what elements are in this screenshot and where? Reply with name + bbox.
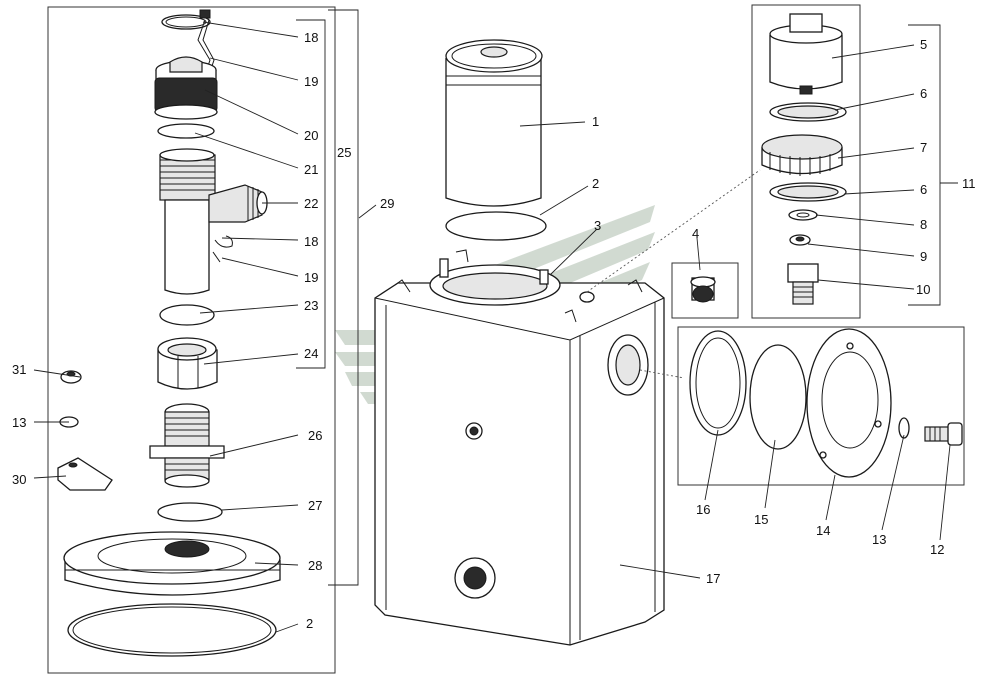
callout-21: 21 bbox=[304, 162, 318, 177]
part-13-washer-right bbox=[898, 417, 910, 439]
part-26-fitting bbox=[149, 403, 225, 488]
part-20-cap bbox=[154, 56, 218, 120]
dashed-connector-filter bbox=[586, 169, 761, 293]
callout-2-left: 2 bbox=[306, 616, 313, 631]
callout-6-bottom: 6 bbox=[920, 182, 927, 197]
callout-29: 29 bbox=[380, 196, 394, 211]
callout-8: 8 bbox=[920, 217, 927, 232]
part-21-washer bbox=[157, 123, 215, 139]
leader-lines bbox=[33, 21, 958, 633]
callout-10: 10 bbox=[916, 282, 930, 297]
callout-27: 27 bbox=[308, 498, 322, 513]
callout-14: 14 bbox=[816, 523, 830, 538]
bracket-29 bbox=[328, 9, 359, 586]
part-27-o-ring bbox=[157, 502, 223, 522]
part-10-nipple bbox=[787, 263, 819, 305]
part-23-split-ring bbox=[159, 304, 215, 326]
part-15-lens bbox=[749, 344, 807, 450]
part-5-filter-housing bbox=[769, 13, 843, 95]
sight-gauge-frame bbox=[677, 326, 965, 486]
callout-13-left: 13 bbox=[12, 415, 26, 430]
callout-24: 24 bbox=[304, 346, 318, 361]
callout-31: 31 bbox=[12, 362, 26, 377]
part-4-plug bbox=[690, 276, 716, 303]
part-6-screen-bottom bbox=[769, 182, 847, 202]
part-24-nut bbox=[157, 337, 218, 390]
callout-1: 1 bbox=[592, 114, 599, 129]
filter-assembly-frame bbox=[751, 4, 861, 319]
part-17-tank bbox=[374, 249, 665, 646]
part-1-filter-canister bbox=[445, 39, 543, 207]
callout-18-bottom: 18 bbox=[304, 234, 318, 249]
dashed-connector-gauge bbox=[639, 369, 685, 379]
callout-16: 16 bbox=[696, 502, 710, 517]
part-7-filter-element bbox=[761, 134, 843, 176]
callout-23: 23 bbox=[304, 298, 318, 313]
bracket-11 bbox=[908, 24, 941, 306]
part-31-nut bbox=[60, 370, 82, 384]
callout-11: 11 bbox=[962, 176, 976, 191]
part-22-tee-body bbox=[159, 148, 268, 295]
part-30-bracket bbox=[57, 457, 113, 491]
callout-28: 28 bbox=[308, 558, 322, 573]
part-16-gasket bbox=[689, 330, 747, 436]
callout-6-top: 6 bbox=[920, 86, 927, 101]
bracket-25 bbox=[296, 19, 326, 369]
part-6-screen-top bbox=[769, 102, 847, 122]
part-9-lock-washer bbox=[789, 234, 811, 246]
callout-12: 12 bbox=[930, 542, 944, 557]
part-12-bolt bbox=[924, 422, 963, 446]
left-assembly-frame bbox=[47, 6, 336, 674]
callout-3: 3 bbox=[594, 218, 601, 233]
part-28-flange bbox=[63, 531, 281, 596]
part-8-washer bbox=[788, 209, 818, 221]
callout-19-top: 19 bbox=[304, 74, 318, 89]
callout-9: 9 bbox=[920, 249, 927, 264]
callout-13-right: 13 bbox=[872, 532, 886, 547]
callout-19-bottom: 19 bbox=[304, 270, 318, 285]
callout-26: 26 bbox=[308, 428, 322, 443]
callout-18-top: 18 bbox=[304, 30, 318, 45]
part-14-bezel bbox=[806, 328, 892, 478]
part-18-ring-top bbox=[161, 9, 211, 30]
callout-labels: 18 19 20 21 25 22 29 18 19 23 24 26 27 2… bbox=[12, 30, 976, 631]
callout-22: 22 bbox=[304, 196, 318, 211]
part-2-big-o-ring bbox=[67, 603, 277, 657]
callout-7: 7 bbox=[920, 140, 927, 155]
callout-30: 30 bbox=[12, 472, 26, 487]
callout-25: 25 bbox=[337, 145, 351, 160]
callout-2-center: 2 bbox=[592, 176, 599, 191]
part-2-center-o-ring bbox=[445, 211, 547, 241]
callout-15: 15 bbox=[754, 512, 768, 527]
callout-20: 20 bbox=[304, 128, 318, 143]
plug-frame bbox=[671, 262, 739, 319]
callout-17: 17 bbox=[706, 571, 720, 586]
callout-4: 4 bbox=[692, 226, 699, 241]
callout-5: 5 bbox=[920, 37, 927, 52]
